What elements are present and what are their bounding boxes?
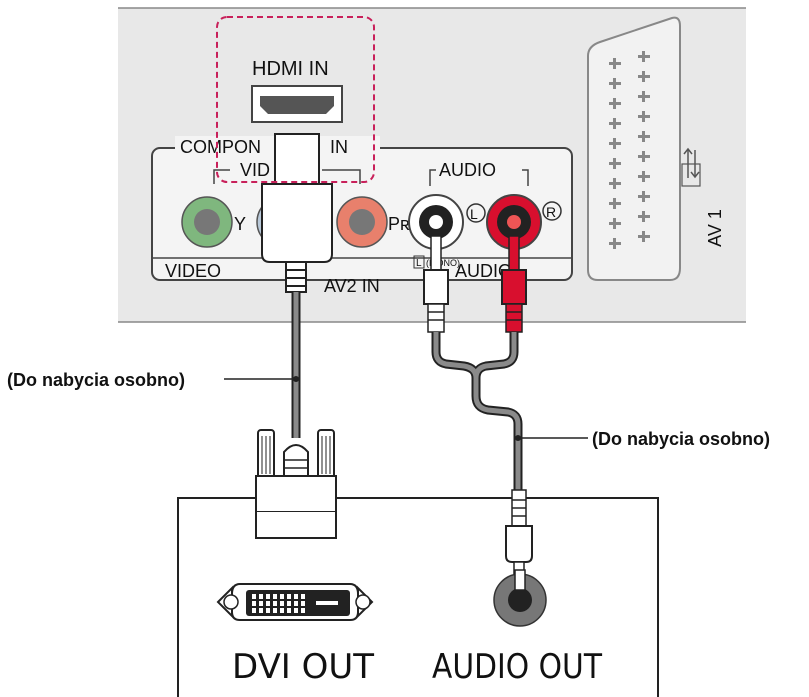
hdmi-highlight bbox=[216, 16, 375, 183]
audio-r-jack bbox=[486, 194, 542, 250]
video-group-label: VID bbox=[240, 160, 270, 180]
l-mono-mark: L bbox=[416, 258, 422, 269]
audio-rca-cable bbox=[423, 235, 527, 490]
svg-text:R: R bbox=[546, 204, 556, 220]
hdmi-plug bbox=[261, 133, 333, 438]
l-mark: L bbox=[466, 203, 486, 223]
audio-out-port bbox=[493, 569, 547, 627]
dvi-out-port bbox=[216, 583, 374, 621]
audio-out-label: AUDIO OUT bbox=[432, 647, 602, 687]
source-device-box bbox=[177, 497, 659, 697]
dvi-plug bbox=[255, 429, 337, 539]
audio-bottom-label: AUDIO bbox=[455, 261, 512, 281]
scart-connector bbox=[587, 16, 681, 281]
pr-label: Pʀ bbox=[388, 214, 410, 234]
pr-jack bbox=[336, 196, 388, 248]
callout-left bbox=[224, 376, 299, 382]
av2-in-label: AV2 IN bbox=[324, 276, 380, 296]
purchase-separately-label-right: (Do nabycia osobno) bbox=[592, 429, 770, 449]
hdmi-port bbox=[251, 85, 343, 123]
audio-group-label: AUDIO bbox=[439, 160, 496, 180]
y-jack bbox=[181, 196, 233, 248]
video-label: VIDEO bbox=[165, 261, 221, 281]
component-label-left: COMPON bbox=[180, 137, 261, 157]
mono-label: (MONO) bbox=[426, 258, 460, 268]
y-label: Y bbox=[234, 214, 246, 234]
io-arrows-icon bbox=[681, 147, 701, 187]
dvi-out-label: DVI OUT bbox=[232, 647, 374, 687]
av1-label: AV 1 bbox=[705, 209, 725, 247]
hdmi-in-label: HDMI IN bbox=[252, 58, 329, 80]
callout-right bbox=[515, 435, 588, 441]
purchase-separately-label-left: (Do nabycia osobno) bbox=[7, 370, 185, 390]
component-label-right: IN bbox=[330, 137, 348, 157]
audio-l-jack bbox=[408, 194, 464, 250]
r-mark: R bbox=[542, 201, 562, 221]
svg-text:L: L bbox=[470, 206, 478, 222]
